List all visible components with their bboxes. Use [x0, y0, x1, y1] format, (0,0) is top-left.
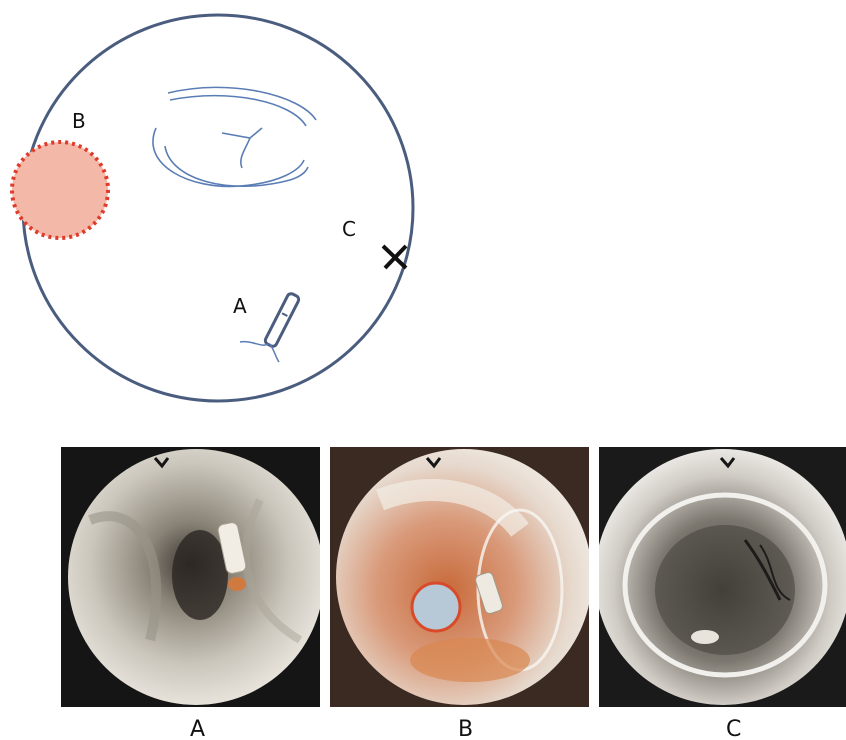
mucosal-folds [153, 87, 316, 186]
photo-b: B [330, 447, 589, 740]
lesion-region [12, 142, 108, 238]
label-a: A [233, 294, 247, 318]
caption-a: A [190, 717, 205, 740]
marker-x-icon [383, 246, 406, 268]
photo-a: A [61, 447, 320, 740]
stent-icon [240, 292, 300, 362]
caption-c: C [726, 717, 741, 740]
caption-b: B [458, 717, 473, 740]
schematic-diagram: B C A [12, 15, 413, 401]
label-b: B [72, 109, 86, 133]
label-c: C [342, 217, 356, 241]
photo-c: C [599, 447, 846, 740]
